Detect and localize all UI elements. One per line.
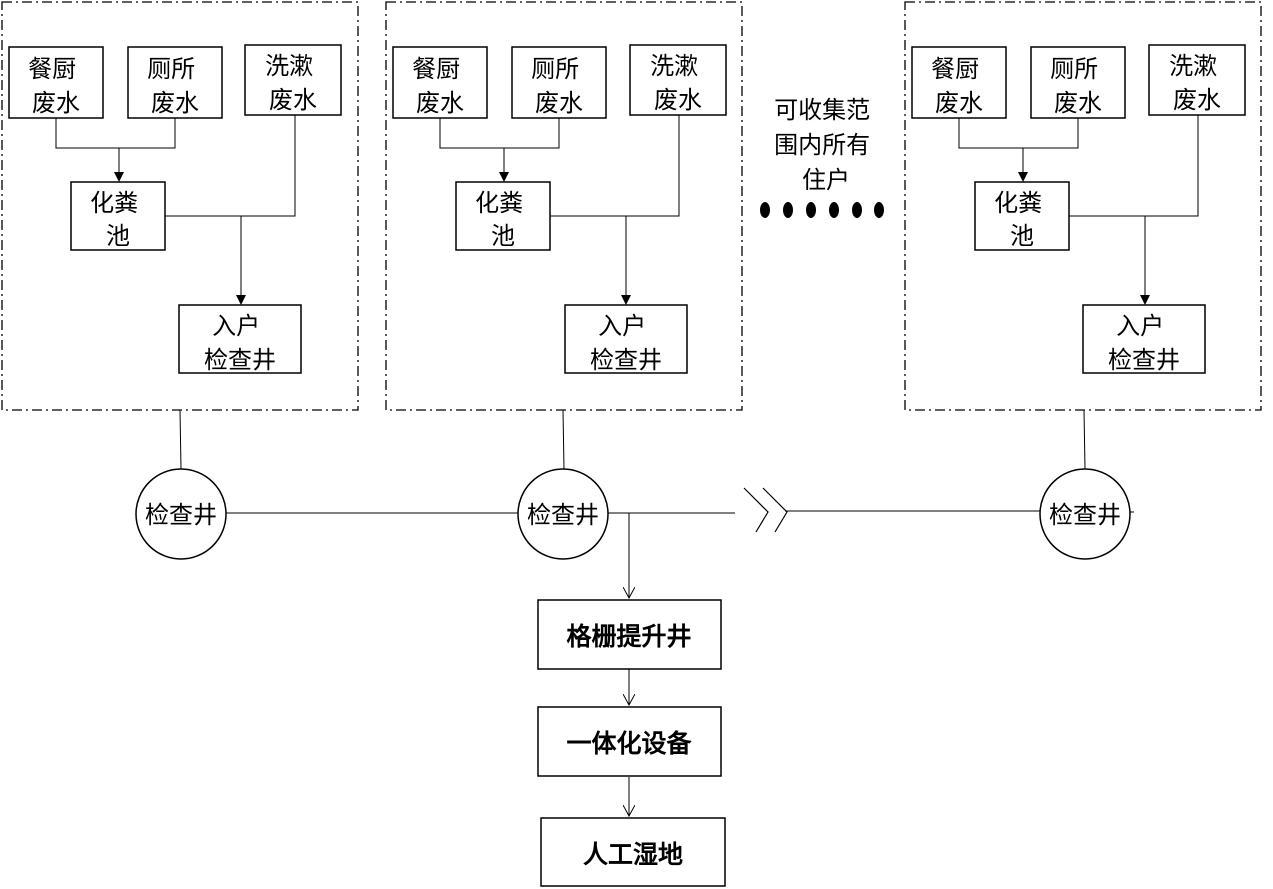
wash-waste-label: 洗漱 废水 — [650, 52, 706, 114]
inspection-well-3: 检查井 — [1039, 468, 1131, 560]
household-well-box — [178, 304, 302, 374]
ellipsis-dots — [760, 202, 884, 218]
svg-text:检查井: 检查井 — [527, 501, 599, 529]
integrated-equipment-box: 一体化设备 — [537, 706, 722, 777]
household-well-label: 入户 检查井 — [204, 312, 276, 374]
household-unit-3: 餐厨 废水 厕所 废水 洗漱 废水 化粪 池 入户 检查井 — [904, 1, 1262, 411]
collection-note: 可收集范 围内所有 住户 — [774, 96, 878, 194]
pipe-break-icon — [743, 487, 788, 533]
svg-text:检查井: 检查井 — [145, 501, 217, 529]
kitchen-waste-label: 餐厨 废水 — [412, 55, 468, 117]
grid-lift-well-box: 格栅提升井 — [537, 599, 722, 670]
inspection-well-1: 检查井 — [135, 468, 227, 560]
toilet-waste-label: 厕所 废水 — [1050, 55, 1106, 117]
drop-lines — [179, 409, 1086, 470]
svg-text:人工湿地: 人工湿地 — [583, 840, 683, 869]
wash-waste-label: 洗漱 废水 — [265, 52, 321, 114]
toilet-waste-label: 厕所 废水 — [147, 55, 203, 117]
household-unit-boundary — [385, 1, 743, 411]
household-unit-boundary — [904, 1, 1262, 411]
unit-connectors — [958, 115, 1199, 305]
household-well-label: 入户 检查井 — [1108, 312, 1180, 374]
main-pipe — [225, 510, 1134, 514]
toilet-waste-box — [127, 46, 223, 119]
toilet-waste-box — [511, 46, 607, 119]
septic-tank-label: 化粪 池 — [475, 189, 531, 250]
septic-tank-label: 化粪 池 — [994, 189, 1050, 250]
wash-waste-label: 洗漱 废水 — [1169, 52, 1225, 114]
septic-tank-box — [455, 181, 551, 251]
kitchen-waste-label: 餐厨 废水 — [931, 55, 987, 117]
wash-waste-box — [1148, 44, 1246, 116]
toilet-waste-label: 厕所 废水 — [531, 55, 587, 117]
household-well-box — [1082, 304, 1206, 374]
svg-text:检查井: 检查井 — [1049, 501, 1121, 529]
kitchen-waste-box — [392, 46, 488, 119]
toilet-waste-box — [1030, 46, 1126, 119]
unit-connectors — [55, 115, 296, 305]
kitchen-waste-box — [911, 46, 1007, 119]
unit-connectors — [439, 115, 680, 305]
svg-text:一体化设备: 一体化设备 — [566, 729, 692, 758]
wash-waste-box — [629, 44, 727, 116]
household-well-box — [564, 304, 688, 374]
svg-text:格栅提升井: 格栅提升井 — [566, 622, 691, 651]
septic-tank-box — [70, 181, 166, 251]
household-unit-1: 餐厨 废水 厕所 废水 洗漱 废水 化粪 池 入户 检查井 — [1, 1, 359, 411]
household-well-label: 入户 检查井 — [590, 312, 662, 374]
constructed-wetland-box: 人工湿地 — [540, 817, 726, 887]
septic-tank-label: 化粪 池 — [90, 189, 146, 250]
kitchen-waste-label: 餐厨 废水 — [28, 55, 84, 117]
household-unit-2: 餐厨 废水 厕所 废水 洗漱 废水 化粪 池 入户 检查井 — [385, 1, 743, 411]
inspection-well-2: 检查井 — [517, 468, 609, 560]
wash-waste-box — [244, 44, 342, 116]
septic-tank-box — [974, 181, 1070, 251]
